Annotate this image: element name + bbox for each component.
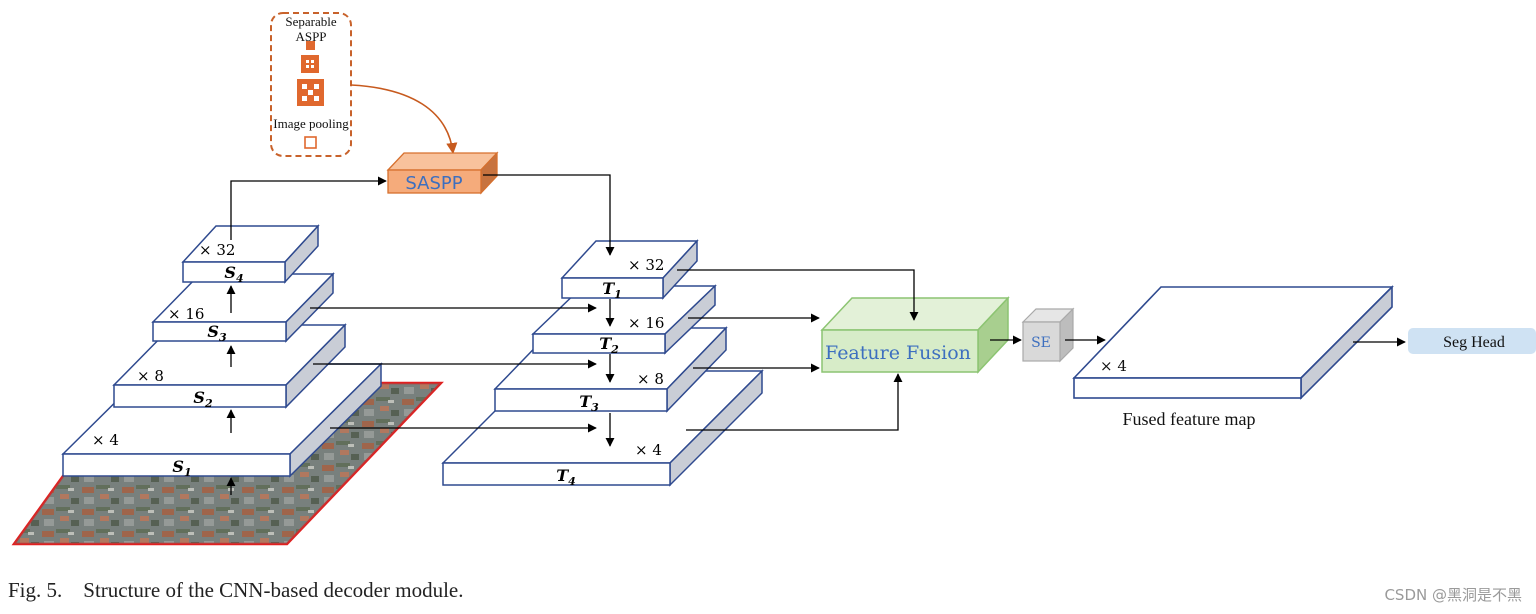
- t1-to-fusion-arrow: [677, 269, 919, 321]
- decoder-name-label: T3: [579, 392, 599, 414]
- decoder-name-label: T1: [602, 279, 622, 301]
- encoder-name-label: S1: [172, 457, 191, 479]
- encoder-scale-label: × 32: [199, 241, 235, 259]
- encoder-name-label: S4: [224, 263, 243, 285]
- decoder-scale-label: × 8: [637, 370, 664, 388]
- separable-aspp-box: Separable ASPP Image pooling: [270, 12, 352, 157]
- feature-fusion-label: Feature Fusion: [825, 342, 971, 364]
- encoder-scale-label: × 8: [137, 367, 164, 385]
- t4-to-fusion-arrow: [686, 373, 903, 431]
- aspp-title-line1: Separable: [285, 14, 336, 29]
- aspp-to-saspp-arrow: [350, 84, 458, 155]
- decoder-layer-t2: × 16 T2: [531, 284, 717, 356]
- feature-fusion-block: Feature Fusion: [820, 296, 1010, 374]
- figure-caption: Fig. 5. Structure of the CNN-based decod…: [8, 578, 464, 602]
- seg-head-block: Seg Head: [1408, 328, 1536, 354]
- encoder-layer-s4: × 32 S4: [181, 224, 320, 285]
- saspp-label: SASPP: [405, 173, 462, 194]
- connector-arrows: [226, 174, 1406, 495]
- decoder-scale-label: × 4: [635, 441, 662, 459]
- decoder-name-label: T4: [556, 466, 576, 488]
- decoder-scale-label: × 32: [628, 256, 664, 274]
- pooling-icon: [304, 136, 317, 149]
- se-label: SE: [1031, 335, 1051, 351]
- fused-map-label: Fused feature map: [1123, 409, 1256, 429]
- encoder-scale-label: × 4: [92, 431, 119, 449]
- small-kernel-icon: [306, 41, 315, 50]
- decoder-scale-label: × 16: [628, 314, 664, 332]
- fused-feature-map: × 4 Fused feature map: [1072, 285, 1394, 429]
- image-pooling-label: Image pooling: [273, 116, 349, 131]
- encoder-name-label: S3: [207, 322, 227, 344]
- aspp-title-line2: ASPP: [295, 29, 326, 44]
- se-block: SE: [1021, 307, 1075, 363]
- decoder-layer-t1: × 32 T1: [560, 239, 699, 301]
- decoder-name-label: T2: [599, 334, 619, 356]
- fused-map-scale: × 4: [1100, 357, 1127, 375]
- saspp-to-t1-arrow: [483, 174, 615, 256]
- s4-to-saspp-arrow: [230, 176, 387, 240]
- large-dilated-kernel-icon: [297, 79, 324, 106]
- saspp-block: SASPP: [386, 151, 499, 195]
- encoder-name-label: S2: [193, 388, 213, 410]
- seg-head-label: Seg Head: [1443, 334, 1505, 351]
- dilated-kernel-icon: [301, 55, 319, 73]
- watermark: CSDN @黑洞是不黑: [1384, 586, 1522, 604]
- encoder-scale-label: × 16: [168, 305, 204, 323]
- decoder-stack: × 4 T4 × 8 T3 × 16 T2 × 32 T1: [441, 239, 764, 488]
